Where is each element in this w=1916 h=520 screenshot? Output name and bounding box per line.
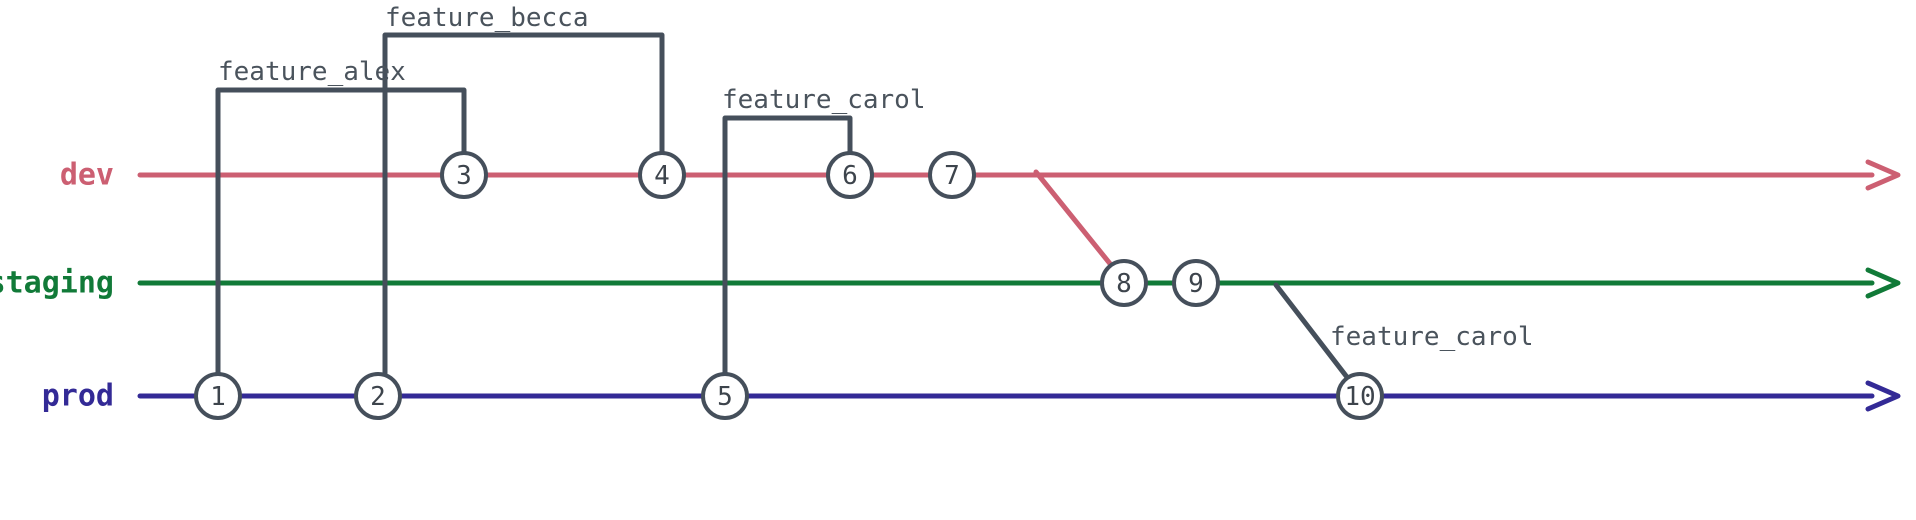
commit-label-3: 3	[456, 161, 472, 191]
commit-node-2[interactable]: 2	[354, 372, 402, 420]
branch-name-labels-group: dev staging prod	[0, 158, 114, 414]
branch-arrowhead-prod	[1865, 380, 1901, 412]
merge-path-dev-to-staging	[1033, 169, 1127, 284]
commit-label-6: 6	[842, 161, 858, 191]
branch-arrowhead-dev	[1865, 159, 1901, 191]
commit-circle-5[interactable]	[701, 372, 749, 420]
commit-node-1[interactable]: 1	[194, 372, 242, 420]
commit-node-9[interactable]: 9	[1172, 259, 1220, 307]
commit-node-5[interactable]: 5	[701, 372, 749, 420]
commit-circle-10[interactable]	[1336, 372, 1384, 420]
feature-branch-label-feature_carol: feature_carol	[722, 85, 926, 115]
feature-branch-labels-group: feature_alex feature_becca feature_carol	[218, 3, 926, 115]
commit-circle-3[interactable]	[440, 151, 488, 199]
commit-circle-6[interactable]	[826, 151, 874, 199]
commit-circle-4[interactable]	[638, 151, 686, 199]
commit-label-2: 2	[370, 382, 386, 412]
branch-name-dev: dev	[60, 158, 114, 193]
commit-label-8: 8	[1116, 269, 1132, 299]
commit-label-1: 1	[210, 382, 226, 412]
branch-name-staging: staging	[0, 266, 114, 301]
commit-node-7[interactable]: 7	[928, 151, 976, 199]
feature-branch-path-feature_becca	[382, 32, 665, 399]
merge-path-staging-to-prod	[1273, 282, 1363, 397]
feature-branch-label-feature_alex: feature_alex	[218, 57, 406, 87]
feature-branch-label-feature_becca: feature_becca	[385, 3, 589, 33]
commit-node-4[interactable]: 4	[638, 151, 686, 199]
commit-node-10[interactable]: 10	[1336, 372, 1384, 420]
merge-label-staging-to-prod: feature_carol	[1330, 322, 1534, 352]
commit-label-7: 7	[944, 161, 960, 191]
commit-node-3[interactable]: 3	[440, 151, 488, 199]
feature-branch-path-feature_carol	[722, 115, 853, 399]
feature-branch-path-feature_alex	[215, 87, 467, 399]
commit-circle-8[interactable]	[1100, 259, 1148, 307]
commit-nodes-group: 1 2 3 4 5 6 7 8 9 10	[194, 151, 1384, 420]
merge-paths-group	[1033, 169, 1363, 397]
branch-lines-group	[137, 159, 1901, 412]
commit-circle-7[interactable]	[928, 151, 976, 199]
commit-label-5: 5	[717, 382, 733, 412]
commit-circle-9[interactable]	[1172, 259, 1220, 307]
branch-name-prod: prod	[42, 379, 114, 414]
commit-circle-2[interactable]	[354, 372, 402, 420]
commit-node-6[interactable]: 6	[826, 151, 874, 199]
commit-label-9: 9	[1188, 269, 1204, 299]
commit-label-10: 10	[1344, 382, 1375, 412]
commit-circle-1[interactable]	[194, 372, 242, 420]
commit-node-8[interactable]: 8	[1100, 259, 1148, 307]
feature-branch-paths-group	[215, 32, 853, 399]
merge-labels-group: feature_carol	[1330, 322, 1534, 352]
branch-arrowhead-staging	[1865, 267, 1901, 299]
commit-label-4: 4	[654, 161, 670, 191]
